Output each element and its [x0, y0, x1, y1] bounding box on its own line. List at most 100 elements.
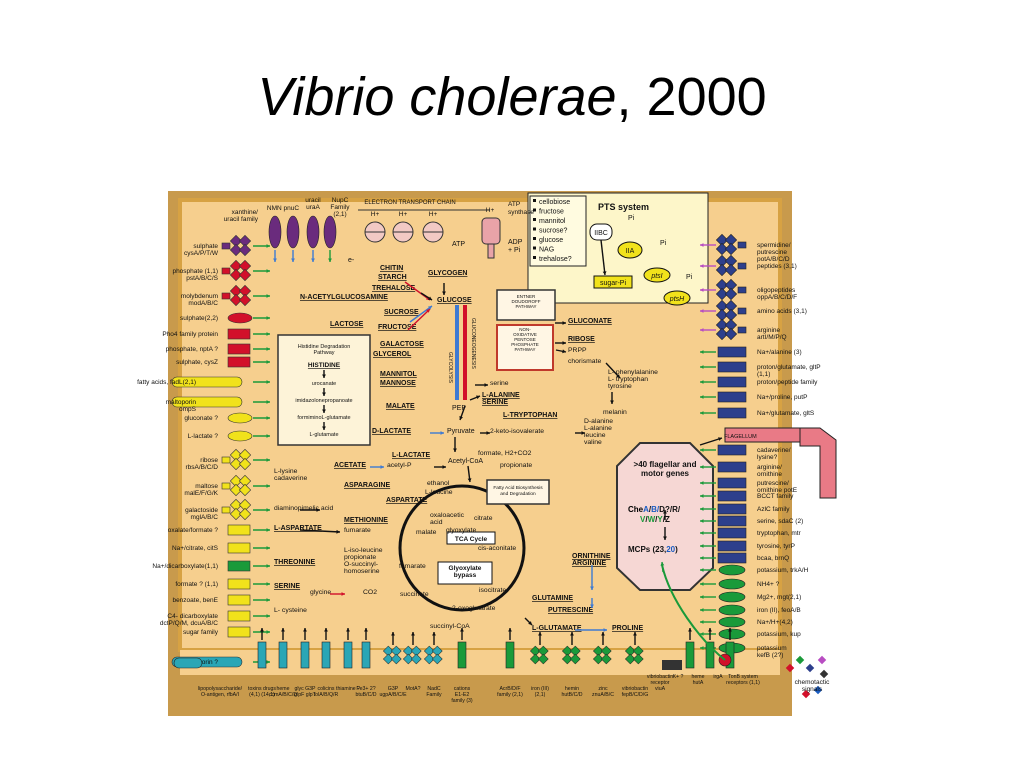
met-ribose-line: RIBOSE	[568, 336, 595, 343]
bottom-transporter-6-label-line: Fe3+ 2?	[356, 686, 375, 692]
bottom-transporter-14-label-line: znuA/B/C	[592, 692, 614, 698]
met-entner-line: ENTNER	[517, 294, 536, 299]
pts-iibc-label: IIBC	[594, 230, 608, 237]
adp-label: ADP+ Pi	[508, 239, 523, 254]
met-trehalose: TREHALOSE	[372, 285, 416, 292]
right-transporter-0-label-line: potA/B/C/D	[757, 256, 790, 263]
bottom-transporter-8-label-line: MotA?	[406, 686, 421, 692]
met-ppp-line: PATHWAY	[514, 347, 535, 352]
title-organism: Vibrio cholerae	[257, 67, 617, 127]
pathway-arrow-head	[428, 296, 432, 300]
met-his-step-2: formiminoL-glutamate	[297, 415, 350, 421]
right-transporter-11-shape	[717, 461, 747, 473]
right-transporter-22-arrow-head	[700, 608, 704, 612]
bottom-transporter-19-arrow-head	[728, 628, 732, 632]
left-transporter-13-label-line: mglA/B/C	[191, 514, 219, 521]
bottom-transporter-15-subunit	[632, 653, 644, 665]
bottom-transporter-12-label-line: iron (III)	[531, 686, 549, 692]
title-year: , 2000	[616, 67, 767, 127]
met-his-step-1: imidazolonepropanoate	[295, 398, 352, 404]
met-threonine: THREONINE	[274, 559, 316, 566]
bottom-transporter-6-arrow-head	[364, 628, 368, 632]
pts-title: PTS system	[598, 202, 649, 212]
bottom-transporter-6-shape	[361, 641, 371, 669]
bottom-transporter-9-arrow-head	[432, 632, 436, 636]
met-acetate-line: ACETATE	[334, 462, 366, 469]
met-ketoiso: 2-keto-isovalerate	[490, 428, 544, 435]
pathway-arrow-head	[476, 395, 480, 400]
bottom-transporter-12-subunit	[529, 653, 541, 665]
left-transporter-14-label: oxalate/formate ?	[168, 527, 219, 534]
left-transporter-11-subunit	[238, 457, 252, 471]
bottom-transporter-18-label-line: hutA	[693, 680, 704, 686]
bottom-transporter-17-label-line: K+ ?	[673, 674, 684, 680]
met-pep: PEP	[452, 405, 466, 412]
pts-sugar-bullet	[533, 199, 536, 202]
met-his-step-0: urocanate	[312, 381, 336, 387]
right-transporter-23-label: Na+/H+(4,2)	[757, 619, 793, 626]
right-transporter-19-shape	[718, 564, 746, 576]
right-transporter-24-label: potassium, kup	[757, 631, 801, 638]
met-trehalose-line: TREHALOSE	[372, 285, 416, 292]
left-transporter-2-subunit	[229, 293, 243, 307]
top-transporter-label-3-line: NupC	[332, 197, 349, 204]
met-methionine: METHIONINE	[344, 517, 388, 524]
electron-label: e-	[348, 257, 355, 264]
fattyacid-box	[486, 479, 550, 505]
right-transporter-21-shape	[718, 591, 746, 603]
bottom-transporter-0-label: lipopolysaccharide/O-antigen, rfbA/I	[198, 686, 243, 698]
mcps-label: MCPs (23,20)	[628, 545, 678, 554]
pathway-arrow-head	[453, 448, 457, 452]
met-his-step-0-line: urocanate	[312, 381, 336, 387]
flagellum-label: FLAGELLUM	[724, 434, 757, 440]
met-isocitrate: isocitrate	[479, 587, 506, 594]
left-transporter-1-subunit	[238, 259, 252, 273]
met-dap: diaminopimelic acid	[274, 505, 334, 512]
right-transporter-20-arrow-head	[700, 582, 704, 586]
met-glycine-line: glycine	[310, 589, 331, 596]
right-transporter-10-label-line: lysine?	[757, 454, 778, 461]
right-transporter-9-shape	[717, 407, 747, 419]
met-oxoglut-line: 2-oxoglutarate	[452, 605, 496, 612]
left-transporter-2-arrow-head	[266, 294, 270, 298]
met-entner-line: PATHWAY	[515, 304, 536, 309]
bottom-transporter-7-subunit	[382, 645, 394, 657]
pts-sugar-0: cellobiose	[539, 199, 570, 206]
right-transporter-4-arrow-head	[700, 328, 704, 332]
left-transporter-15-arrow-head	[266, 546, 270, 550]
left-transporter-15-label: Na+/citrate, citS	[172, 545, 219, 552]
right-transporter-1-subunit	[715, 254, 729, 268]
met-asparagine-line: ASPARAGINE	[344, 482, 390, 489]
bottom-transporter-15-label-line: vibriobactin	[622, 686, 648, 692]
bottom-transporter-14-subunit	[600, 653, 612, 665]
chemotactic-signal-6	[819, 669, 829, 679]
met-dalanine-line: D-alanine	[584, 418, 613, 425]
left-transporter-15-shape	[227, 542, 251, 554]
met-serine2: SERINE	[274, 583, 300, 590]
entner-box	[496, 289, 556, 321]
pts-title-line: PTS system	[598, 202, 649, 212]
left-transporter-10-shape	[227, 430, 253, 442]
left-transporter-3-label-line: sulphate(2,2)	[180, 315, 218, 322]
left-transporter-12-label-line: malE/F/G/K	[184, 490, 218, 497]
right-transporter-19-arrow-head	[700, 568, 704, 572]
left-transporter-1-binding	[221, 267, 231, 275]
pts-sugar-4: glucose	[539, 237, 563, 244]
right-transporter-17-label-line: tyrosine, tyrP	[757, 543, 795, 550]
his-arrow-head	[322, 409, 326, 413]
left-transporter-12-binding	[221, 482, 231, 490]
left-transporter-21-arrow-head	[266, 660, 270, 664]
bottom-transporter-15-subunit	[624, 645, 636, 657]
right-transporter-4-binding	[737, 326, 747, 334]
bottom-transporter-7-label-line: ugpA/B/C/E	[379, 692, 407, 698]
right-transporter-6-shape	[717, 361, 747, 373]
met-acetate: ACETATE	[334, 462, 366, 469]
left-transporter-14-shape	[227, 524, 251, 536]
met-pyruvate-line: Pyruvate	[447, 428, 475, 435]
